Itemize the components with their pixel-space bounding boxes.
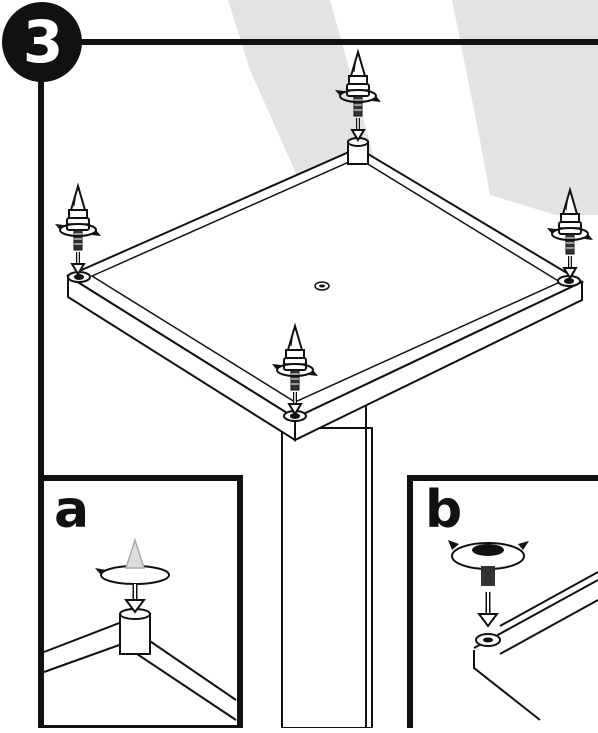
spike-foot-icon: [55, 186, 101, 274]
step-number-badge: 3: [2, 0, 84, 84]
inset-b-label: b: [425, 484, 462, 536]
stand-column: [282, 405, 372, 728]
inset-a-label: a: [54, 484, 89, 536]
step-number: 3: [2, 2, 84, 82]
